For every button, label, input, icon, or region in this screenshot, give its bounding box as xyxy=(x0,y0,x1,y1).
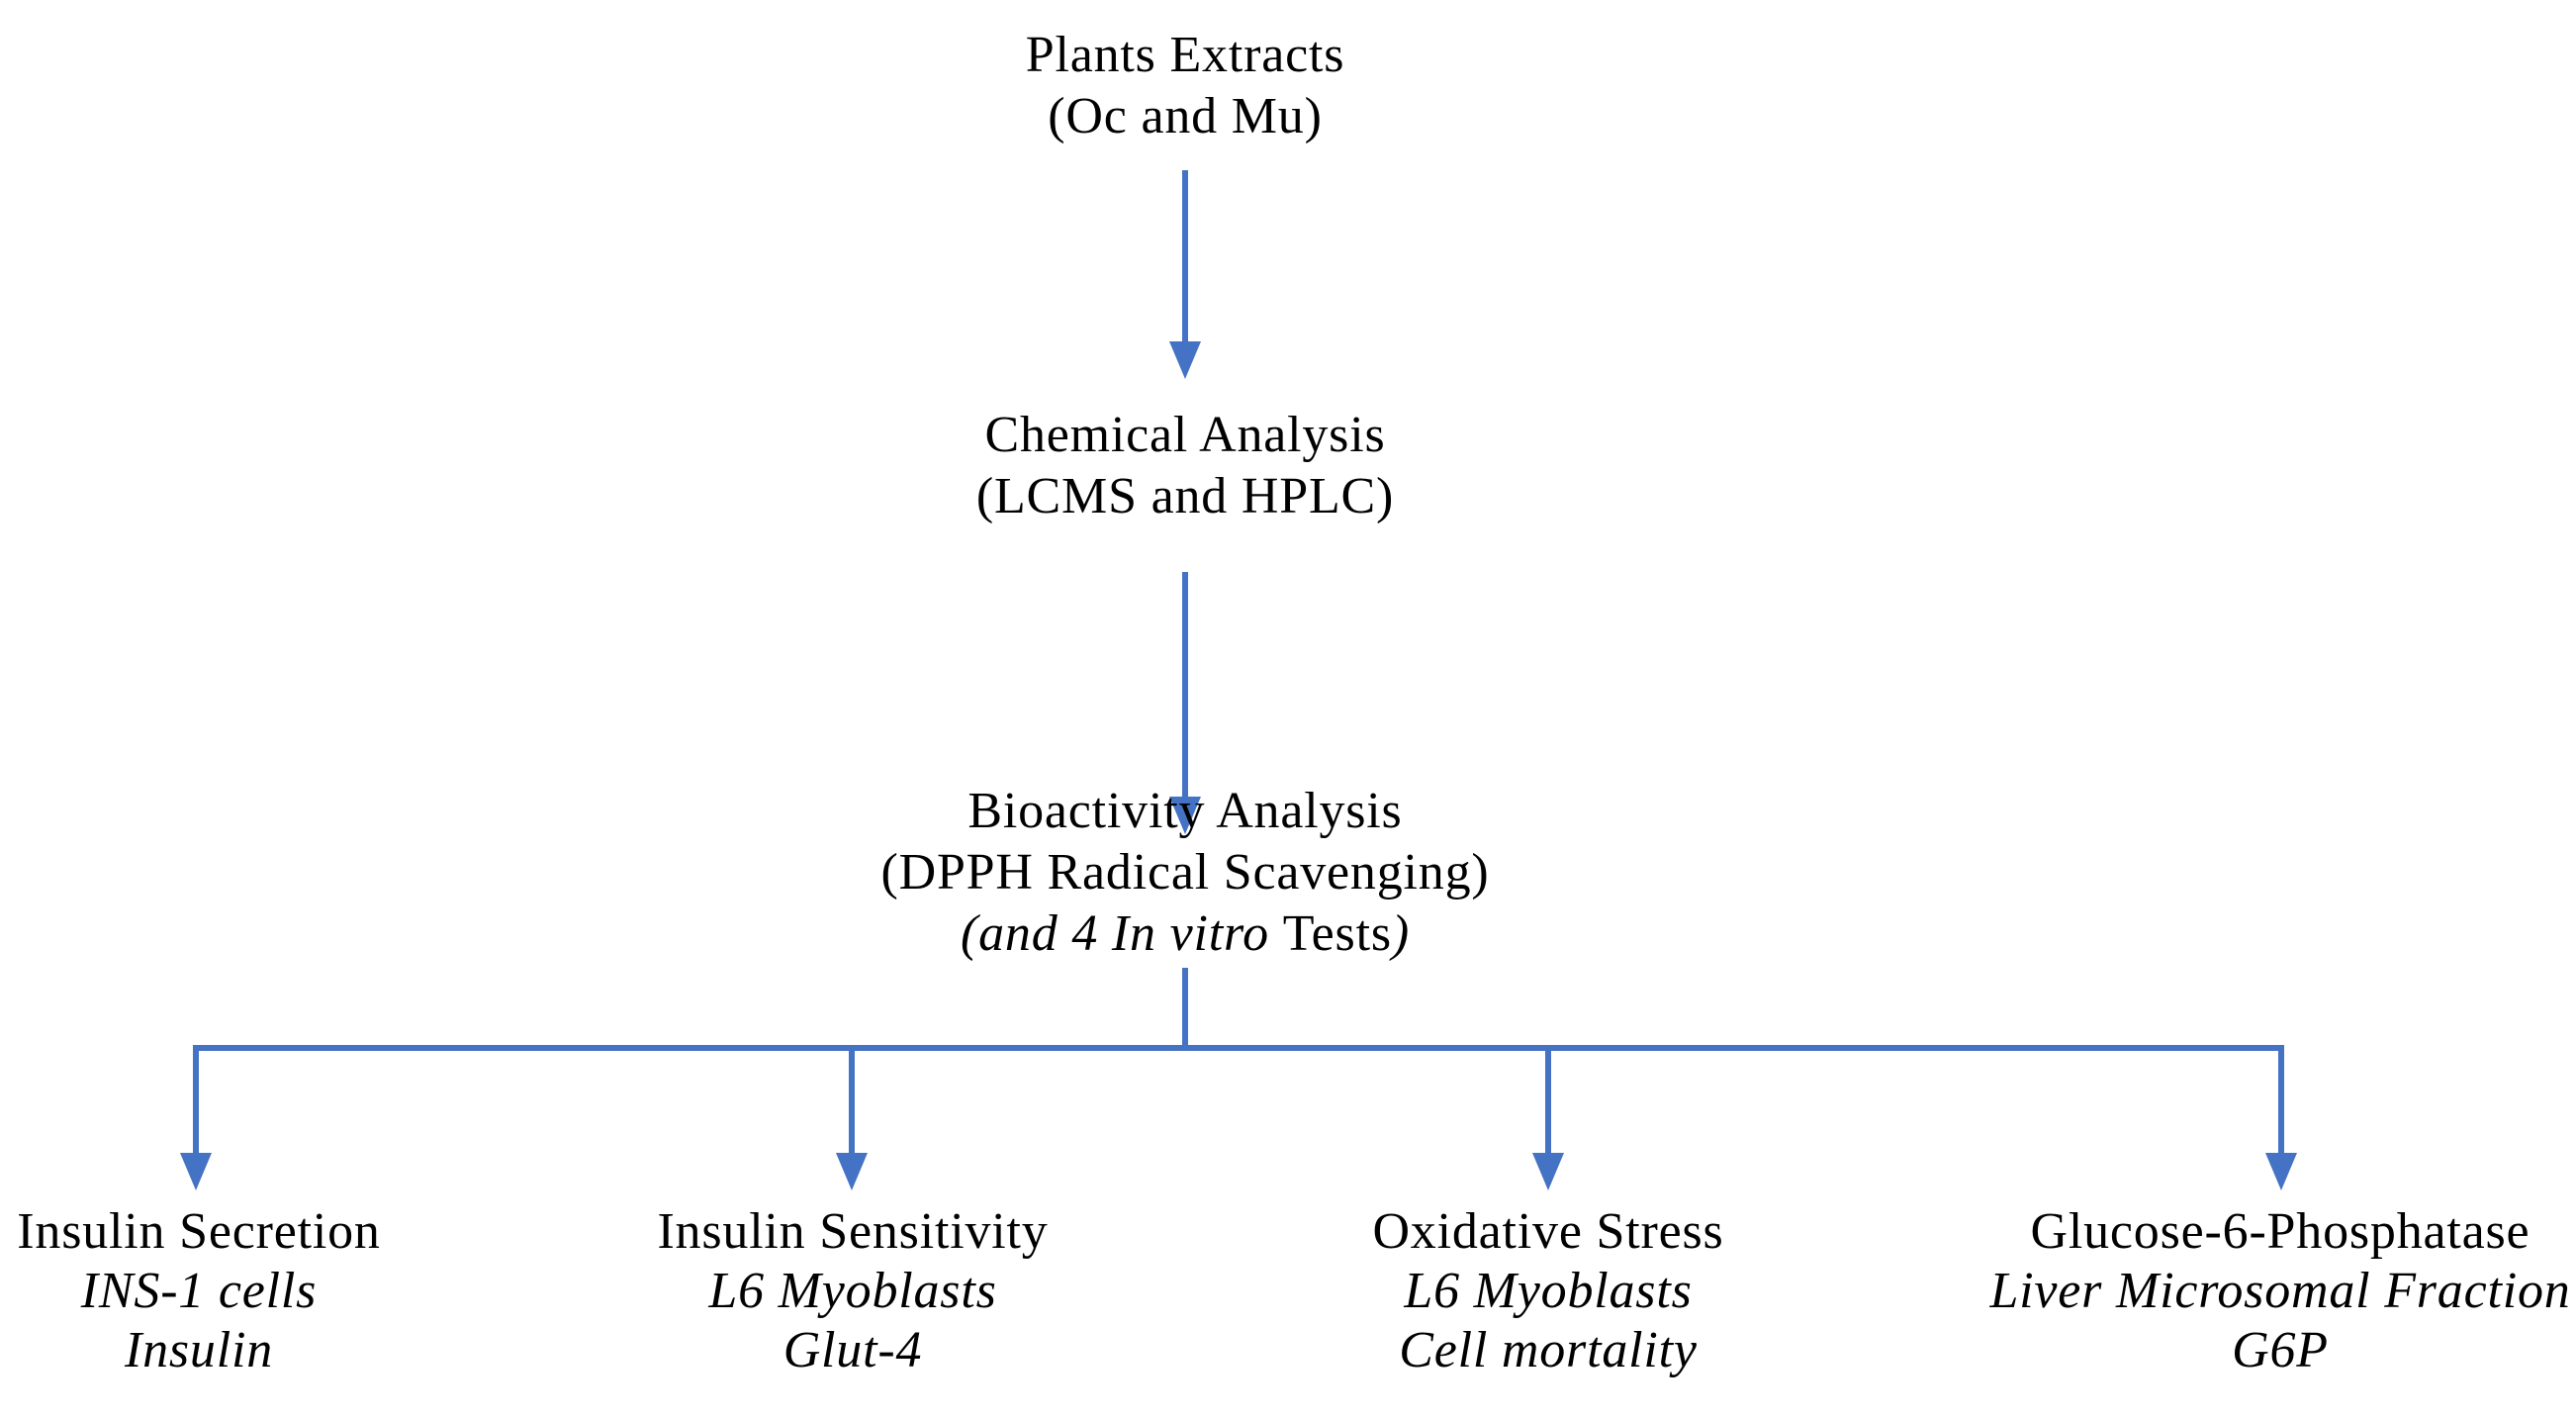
branch-title: Insulin Sensitivity xyxy=(657,1203,1049,1260)
branch-cell-model: L6 Myoblasts xyxy=(708,1263,997,1319)
down-arrowhead-icon xyxy=(2265,1153,2297,1190)
branch-arrow-glucose-6-phosphatase-shaft xyxy=(2278,1049,2284,1155)
node-plants-extracts: Plants Extracts (Oc and Mu) xyxy=(1026,25,1345,147)
branch-oxidative-stress: Oxidative Stress L6 Myoblasts Cell morta… xyxy=(1372,1202,1723,1380)
branch-cell-model: L6 Myoblasts xyxy=(1404,1263,1693,1319)
node-line: Plants Extracts xyxy=(1025,27,1345,83)
branch-arrow-insulin-sensitivity-shaft xyxy=(849,1049,855,1155)
arrow-chemical-to-bioactivity-shaft xyxy=(1182,572,1188,798)
branch-insulin-sensitivity: Insulin Sensitivity L6 Myoblasts Glut-4 xyxy=(657,1202,1048,1380)
node-line: (DPPH Radical Scavenging) xyxy=(880,844,1490,901)
branch-title: Glucose-6-Phosphatase xyxy=(2030,1203,2530,1260)
branch-readout: Cell mortality xyxy=(1399,1322,1698,1378)
down-arrowhead-icon xyxy=(1169,341,1201,379)
down-arrowhead-icon xyxy=(1532,1153,1564,1190)
down-arrowhead-icon xyxy=(180,1153,212,1190)
down-arrowhead-icon xyxy=(836,1153,868,1190)
branch-connector-bar xyxy=(193,1045,2284,1051)
node-line-mixed-italic: (and 4 In vitro Tests) xyxy=(880,903,1489,965)
down-arrowhead-icon xyxy=(1169,797,1201,834)
node-bioactivity-analysis: Bioactivity Analysis (DPPH Radical Scave… xyxy=(880,781,1489,965)
node-line: Bioactivity Analysis xyxy=(967,783,1403,839)
node-chemical-analysis: Chemical Analysis (LCMS and HPLC) xyxy=(976,405,1394,527)
branch-stem xyxy=(1182,968,1188,1051)
branch-arrow-oxidative-stress-shaft xyxy=(1545,1049,1551,1155)
branch-readout: G6P xyxy=(2232,1322,2329,1378)
branch-arrow-insulin-secretion-shaft xyxy=(193,1049,199,1155)
roman-segment: Tests xyxy=(1282,905,1392,962)
branch-insulin-secretion: Insulin Secretion INS-1 cells Insulin xyxy=(17,1202,380,1380)
node-line: Chemical Analysis xyxy=(984,407,1386,463)
branch-cell-model: INS-1 cells xyxy=(80,1263,318,1319)
branch-title: Insulin Secretion xyxy=(17,1203,381,1260)
branch-readout: Insulin xyxy=(124,1322,274,1378)
node-line: (Oc and Mu) xyxy=(1048,88,1323,144)
branch-title: Oxidative Stress xyxy=(1372,1203,1724,1260)
branch-readout: Glut-4 xyxy=(782,1322,923,1378)
italic-segment: ) xyxy=(1391,905,1410,962)
node-line: (LCMS and HPLC) xyxy=(975,468,1395,524)
branch-glucose-6-phosphatase: Glucose-6-Phosphatase Liver Microsomal F… xyxy=(1989,1202,2570,1380)
branch-cell-model: Liver Microsomal Fraction xyxy=(1989,1263,2571,1319)
italic-segment: (and 4 In vitro xyxy=(961,905,1283,962)
arrow-plants-to-chemical-shaft xyxy=(1182,170,1188,343)
